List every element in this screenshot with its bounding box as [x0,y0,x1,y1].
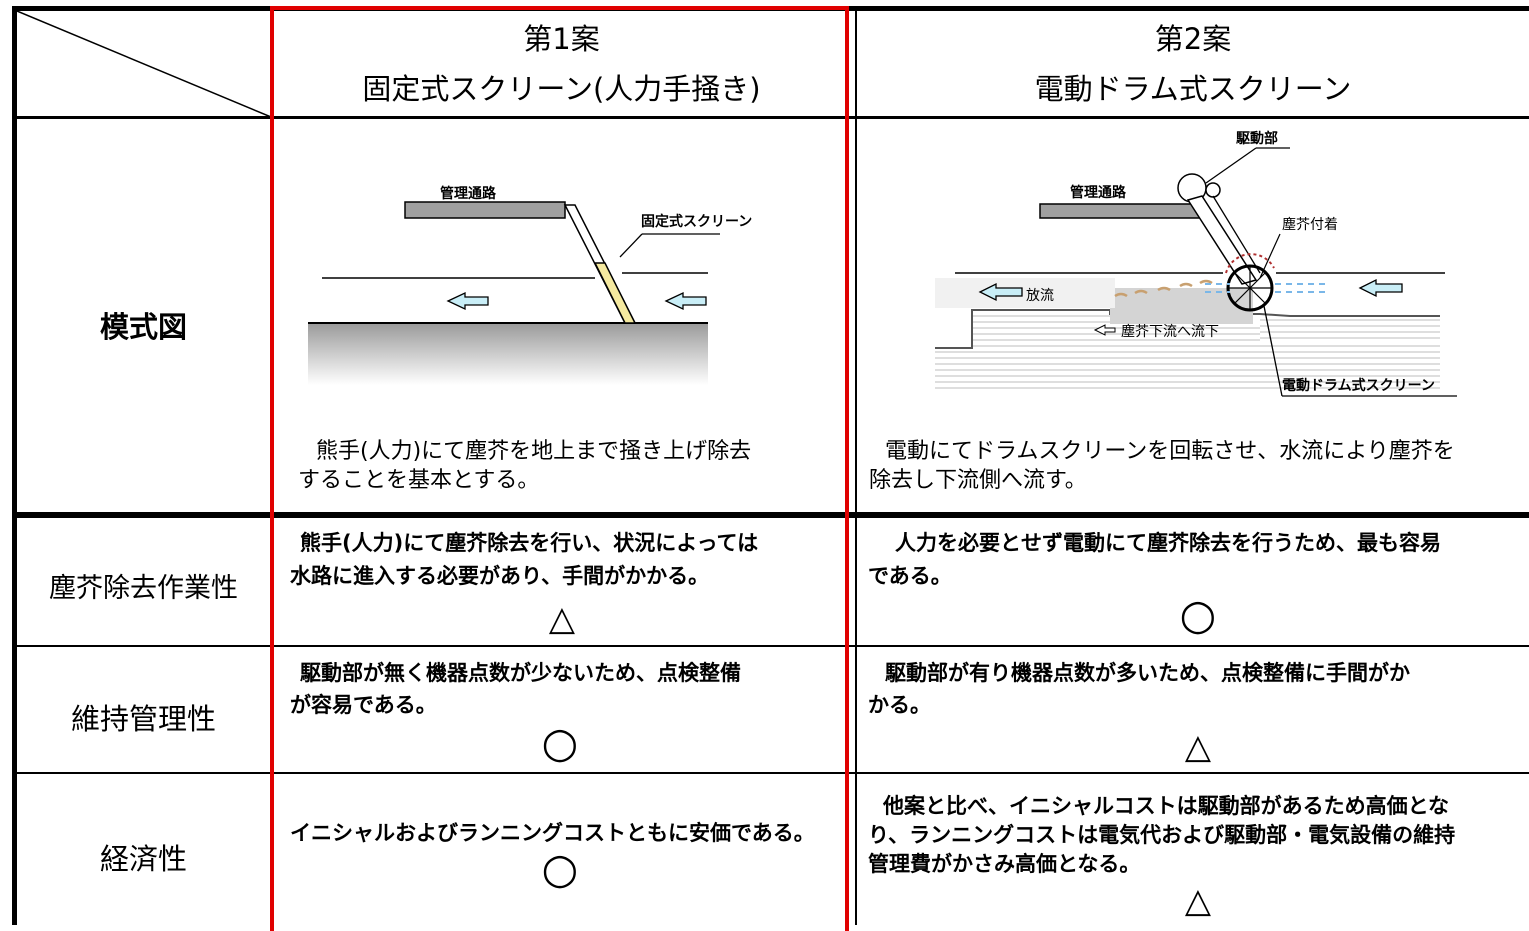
econ-plan2-text-2: り、ランニングコストは電気代および駆動部・電気設備の維持 [868,823,1456,847]
drum-screen-diagram [935,147,1457,398]
maint-plan2-text-2: かる。 [868,693,931,717]
flow-arrow-left [446,291,489,311]
econ-plan2-text-1: 他案と比べ、イニシャルコストは駆動部があるため高価とな [883,794,1449,818]
walkway-label: 管理通路 [440,186,496,202]
maint-plan1-rating: ○ [541,718,579,767]
downstream-label: 塵芥下流へ流下 [1121,324,1219,340]
row-label-econ: 経済性 [99,842,187,876]
work-plan1-rating: △ [548,599,576,639]
plan1-diagram-desc-2: することを基本とする。 [298,468,540,493]
maint-plan1-text-2: が容易である。 [290,693,437,717]
work-plan2-text-2: である。 [868,564,952,588]
plan2-title: 電動ドラム式スクリーン [1034,72,1352,106]
work-plan2-text-1: 人力を必要とせず電動にて塵芥除去を行うため、最も容易 [895,531,1441,555]
plan2-diagram-desc-1: 電動にてドラムスクリーンを回転させ、水流により塵芥を [885,439,1455,464]
plan2-number: 第2案 [1154,22,1232,56]
column-divider [855,6,857,925]
table-left-border [12,6,17,925]
econ-plan1-text-1: イニシャルおよびランニングコストともに安価である。 [290,821,815,845]
channel-bed-striped [935,288,1440,398]
walkway-label-2: 管理通路 [1070,185,1126,201]
drive-unit-label: 駆動部 [1236,131,1278,147]
discharge-arrow [978,282,1023,302]
row-label-maint: 維持管理性 [70,702,216,736]
maint-plan1-text-1: 駆動部が無く機器点数が少ないため、点検整備 [300,661,741,685]
work-plan1-text-2: 水路に進入する必要があり、手間がかかる。 [290,564,710,588]
econ-plan2-text-3: 管理費がかさみ高価となる。 [868,852,1141,876]
work-plan2-rating: ○ [1179,590,1217,639]
header-bottom-border [12,116,1529,119]
plan1-title: 固定式スクリーン(人力手掻き) [362,72,761,106]
drum-screen-label: 電動ドラム式スクリーン [1282,378,1435,394]
maint-plan2-rating: △ [1184,727,1212,767]
econ-plan2-rating: △ [1184,881,1212,921]
work-plan1-text-1: 熊手(人力)にて塵芥除去を行い、状況によっては [300,531,759,555]
walkway [1039,203,1205,219]
plan1-diagram-desc-1: 熊手(人力)にて塵芥を地上まで掻き上げ除去 [316,439,752,464]
channel-bed [308,323,708,385]
corner-diagonal [17,11,271,117]
fixed-screen-diagram [308,201,720,385]
flow-arrow-right [664,291,707,311]
debris-label: 塵芥付着 [1282,217,1338,233]
inflow-arrow [1358,278,1403,298]
discharge-label: 放流 [1026,288,1054,304]
maint-plan2-text-1: 駆動部が有り機器点数が多いため、点検整備に手間がか [885,661,1410,685]
walkway [404,201,566,219]
row-label-work: 塵芥除去作業性 [49,573,238,604]
row-label-diagram: 模式図 [99,310,187,344]
plan2-diagram-desc-2: 除去し下流側へ流す。 [869,468,1087,493]
work-row-bottom-border [12,645,1529,647]
plan1-number: 第1案 [523,22,600,56]
econ-plan1-rating: ○ [541,844,579,893]
maint-row-bottom-border [12,772,1529,774]
plan1-highlight-frame [270,6,849,931]
diagram-row-bottom-border [12,512,1529,518]
fixed-screen-label: 固定式スクリーン [641,214,753,230]
